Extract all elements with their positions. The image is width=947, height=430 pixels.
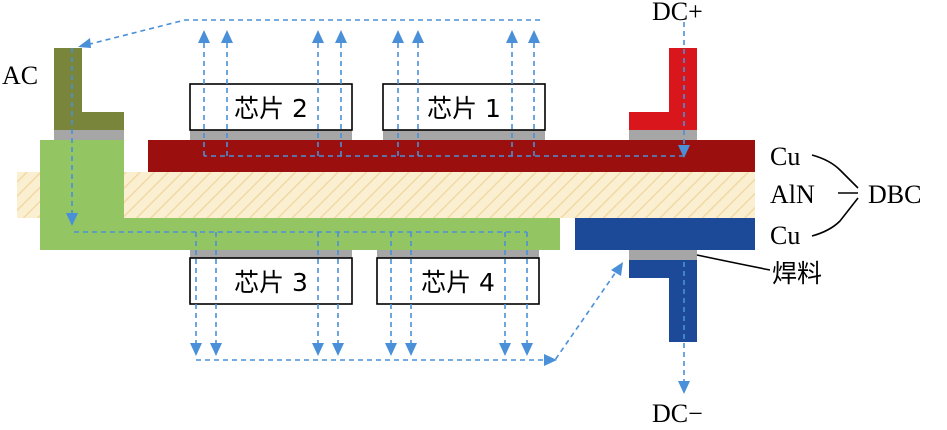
dc-minus-label: DC− bbox=[652, 399, 703, 428]
arrow-chip4-c bbox=[499, 343, 511, 356]
arrow-chip1-a bbox=[392, 30, 404, 43]
dc-plus-terminal bbox=[629, 48, 697, 130]
ac-solder bbox=[54, 130, 124, 140]
arrow-chip2-a bbox=[198, 30, 210, 43]
chip-4 bbox=[376, 257, 540, 305]
arrow-chip3-b bbox=[210, 343, 222, 356]
chip-2-label: 芯片 2 bbox=[234, 94, 308, 123]
ac-label: AC bbox=[2, 61, 38, 90]
dc-plus-label: DC+ bbox=[652, 0, 703, 26]
aln-substrate bbox=[17, 172, 755, 218]
dbc-bracket-cu-top bbox=[811, 154, 859, 189]
chip-2 bbox=[189, 83, 353, 131]
chip-1-label: 芯片 1 bbox=[427, 94, 501, 123]
chip-1 bbox=[382, 83, 546, 131]
chip-3-label: 芯片 3 bbox=[234, 268, 308, 297]
arrow-chip1-d bbox=[528, 30, 540, 43]
arrow-to-bottom-return bbox=[544, 354, 557, 366]
arrow-chip2-c bbox=[312, 30, 324, 43]
dbc-label: DBC bbox=[868, 180, 921, 209]
solder-pointer bbox=[696, 254, 771, 271]
arrow-to-dc-minus bbox=[611, 262, 623, 276]
arrow-to-ac bbox=[78, 38, 91, 48]
chip3-solder bbox=[190, 250, 352, 258]
solder-label: 焊料 bbox=[772, 259, 822, 288]
arrow-chip2-b bbox=[221, 30, 233, 43]
arrow-chip4-b bbox=[405, 343, 417, 356]
dbc-bracket-cu-bottom bbox=[811, 197, 859, 237]
arrow-ac-down bbox=[66, 213, 78, 226]
bottom-copper-ac bbox=[40, 140, 560, 250]
chip4-solder bbox=[377, 250, 539, 258]
dc-minus-terminal bbox=[629, 260, 697, 342]
dc-plus-solder bbox=[629, 130, 697, 140]
arrow-dc-plus-in bbox=[678, 145, 690, 158]
chip1-solder bbox=[383, 130, 545, 140]
flow-top-to-ac bbox=[81, 19, 540, 47]
arrow-chip2-d bbox=[335, 30, 347, 43]
arrow-chip4-a bbox=[385, 343, 397, 356]
chip-4-label: 芯片 4 bbox=[421, 268, 495, 297]
arrow-chip4-d bbox=[521, 343, 533, 356]
arrow-chip1-c bbox=[506, 30, 518, 43]
current-flow-paths bbox=[66, 19, 690, 394]
chip-3 bbox=[189, 257, 353, 305]
cu-top-label: Cu bbox=[770, 142, 800, 171]
ac-terminal bbox=[54, 48, 124, 130]
arrow-chip1-b bbox=[412, 30, 424, 43]
bottom-copper-dc-minus bbox=[575, 218, 755, 250]
arrow-chip3-c bbox=[312, 343, 324, 356]
cu-bottom-label: Cu bbox=[770, 221, 800, 250]
arrow-dc-minus-out bbox=[678, 381, 690, 394]
dc-minus-solder bbox=[629, 250, 697, 260]
aln-label: AlN bbox=[770, 180, 815, 209]
flow-bottom-return bbox=[196, 265, 621, 361]
arrow-chip3-d bbox=[332, 343, 344, 356]
chip2-solder bbox=[190, 130, 352, 140]
arrow-chip3-a bbox=[190, 343, 202, 356]
